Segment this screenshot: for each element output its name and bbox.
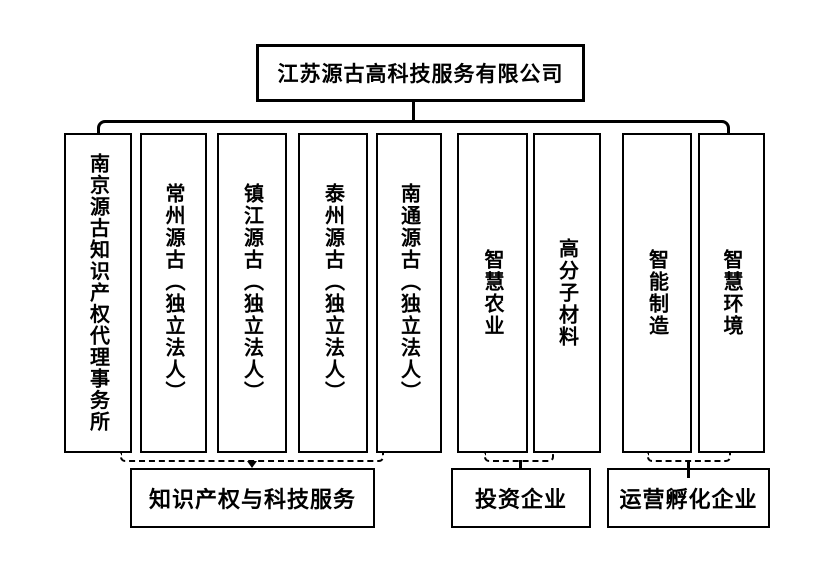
- top-connector-bracket: [97, 120, 730, 134]
- branch-label: 高分子材料: [555, 238, 578, 348]
- branch-box-smart-manufacturing: 智能制造: [622, 133, 692, 453]
- branch-box-polymer-materials: 高分子材料: [533, 133, 601, 453]
- group-box-incubation: 运营孵化企业: [607, 468, 770, 528]
- branch-box-smart-environment: 智慧环境: [698, 133, 765, 453]
- root-company-box: 江苏源古高科技服务有限公司: [256, 44, 585, 102]
- group-box-ip-tech-services: 知识产权与科技服务: [130, 468, 375, 528]
- root-company-label: 江苏源古高科技服务有限公司: [277, 62, 564, 86]
- group-box-investment: 投资企业: [451, 468, 591, 528]
- group-drop-line-investment: [519, 460, 522, 469]
- down-arrowhead-icon: [247, 461, 257, 468]
- branch-label: 智慧农业: [481, 249, 503, 337]
- branch-box-changzhou-yuangu: 常州源古（独立法人）: [140, 133, 207, 453]
- group-label: 知识产权与科技服务: [148, 487, 356, 512]
- branch-box-taizhou-yuangu: 泰州源古（独立法人）: [298, 133, 368, 453]
- branch-box-nanjing-ip-agency: 南京源古知识产权代理事务所: [64, 133, 132, 453]
- branch-label: 智慧环境: [720, 249, 742, 337]
- branch-box-zhenjiang-yuangu: 镇江源古（独立法人）: [217, 133, 287, 453]
- trunk-connector-line: [412, 100, 415, 121]
- branch-label: 智能制造: [645, 249, 668, 337]
- branch-label: 南京源古知识产权代理事务所: [86, 153, 109, 433]
- branch-box-smart-agriculture: 智慧农业: [457, 133, 528, 453]
- group-label: 投资企业: [474, 487, 567, 512]
- group-drop-line-incubation: [687, 460, 690, 478]
- branch-box-nantong-yuangu: 南通源古（独立法人）: [376, 133, 442, 453]
- branch-label: 泰州源古（独立法人）: [321, 183, 344, 403]
- branch-label: 常州源古（独立法人）: [162, 183, 184, 403]
- group-label: 运营孵化企业: [619, 487, 758, 512]
- branch-label: 南通源古（独立法人）: [397, 183, 420, 403]
- branch-label: 镇江源古（独立法人）: [240, 183, 263, 403]
